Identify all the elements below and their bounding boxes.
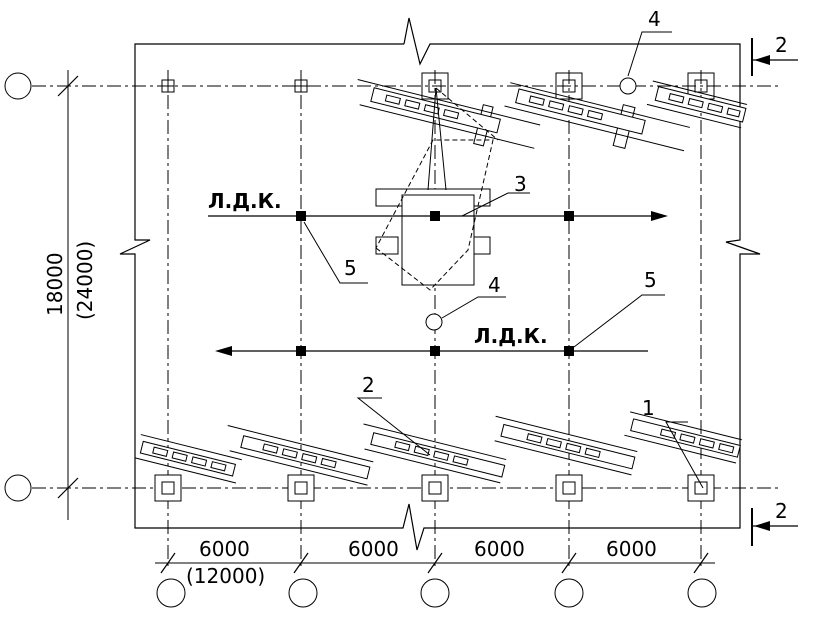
- dimension-lines: [57, 70, 715, 574]
- axis-bubble: [420, 578, 450, 608]
- dimension-bay-2: 6000: [348, 537, 399, 561]
- section-marks: [751, 38, 798, 546]
- dimension-bay-1-alt: (12000): [186, 564, 265, 588]
- crane-tracks: [208, 211, 668, 356]
- callout-4-top: 4: [648, 7, 661, 31]
- route-label-top: Л.Д.К.: [208, 189, 282, 213]
- leader-lines: [303, 31, 704, 489]
- axis-bubble: [4, 474, 32, 502]
- section-mark-top: 2: [775, 33, 788, 57]
- dimension-bay-3: 6000: [474, 537, 525, 561]
- columns-bottom: [154, 474, 715, 502]
- callout-3: 3: [514, 172, 527, 196]
- grid-axes: [32, 70, 780, 570]
- axis-bubbles: [4, 72, 717, 608]
- callout-5-right: 5: [644, 268, 657, 292]
- crane: [375, 87, 499, 291]
- callout-1: 1: [642, 396, 655, 420]
- axis-bubble: [288, 578, 318, 608]
- axis-bubble: [687, 578, 717, 608]
- markers: [425, 77, 637, 331]
- dimension-bay-1: 6000: [199, 537, 250, 561]
- dimension-vertical: 18000: [43, 252, 67, 316]
- element-stacks-bottom: [134, 411, 742, 486]
- callout-2: 2: [362, 373, 375, 397]
- section-mark-bottom: 2: [775, 499, 788, 523]
- axis-bubble: [554, 578, 584, 608]
- dimension-vertical-alt: (24000): [73, 241, 97, 320]
- callout-4-middle: 4: [488, 273, 501, 297]
- callout-5-left: 5: [344, 256, 357, 280]
- building-outline: [119, 17, 761, 551]
- element-stacks-top: [357, 79, 748, 152]
- dimension-bay-4: 6000: [606, 537, 657, 561]
- axis-bubble: [4, 72, 32, 100]
- route-label-bottom: Л.Д.К.: [474, 324, 548, 348]
- axis-bubble: [156, 578, 186, 608]
